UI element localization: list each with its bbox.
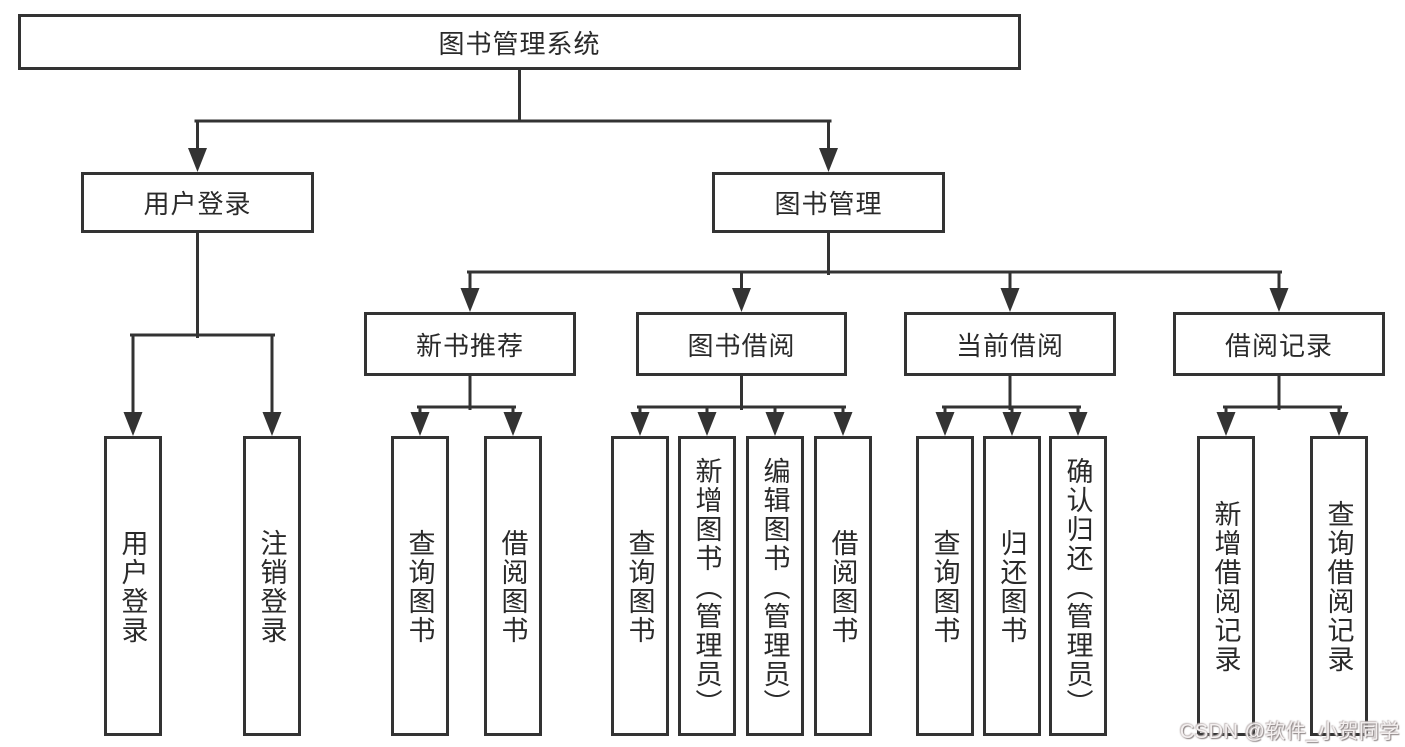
arrowhead-down-icon	[732, 288, 751, 312]
node-label: 当前借阅	[955, 330, 1064, 361]
arrowhead-down-icon	[1000, 288, 1020, 312]
arrowhead-down-icon	[503, 412, 523, 436]
node-label: 新书推荐	[415, 330, 524, 361]
node-book-management: 图书管理	[712, 172, 945, 233]
node-user-login: 用户登录	[81, 172, 314, 233]
node-label: 用户登录	[143, 189, 252, 219]
leaf-query-book-1: 查询图书	[391, 436, 449, 736]
arrowhead-down-icon	[765, 412, 785, 436]
arrowhead-down-icon	[697, 412, 717, 436]
leaf-logout: 注销登录	[243, 436, 301, 736]
leaf-add-borrow-record: 新增借阅记录	[1197, 436, 1255, 736]
node-book-borrow: 图书借阅	[636, 312, 847, 376]
leaf-query-book-3: 查询图书	[916, 436, 974, 736]
leaf-confirm-return-admin: 确认归还（管理员）	[1049, 436, 1107, 736]
leaf-borrow-book-2: 借阅图书	[814, 436, 872, 736]
leaf-label: 查询借阅记录	[1323, 500, 1354, 674]
arrowhead-down-icon	[1269, 288, 1289, 312]
leaf-label: 用户登录	[117, 529, 148, 645]
leaf-label: 确认归还（管理员）	[1062, 456, 1093, 718]
node-label: 图书管理	[774, 189, 883, 219]
arrowhead-down-icon	[1216, 412, 1236, 436]
leaf-label: 借阅图书	[827, 529, 858, 645]
leaf-return-book: 归还图书	[983, 436, 1041, 736]
leaf-label: 新增图书（管理员）	[691, 456, 722, 718]
arrowhead-down-icon	[1002, 412, 1022, 436]
arrowhead-down-icon	[123, 412, 143, 436]
node-new-book-recommend: 新书推荐	[364, 312, 576, 376]
leaf-label: 归还图书	[996, 529, 1027, 645]
leaf-query-book-2: 查询图书	[611, 436, 669, 736]
leaf-add-book-admin: 新增图书（管理员）	[678, 436, 736, 736]
arrowhead-down-icon	[460, 288, 480, 312]
node-label: 图书管理系统	[438, 28, 601, 59]
arrowhead-down-icon	[935, 412, 955, 436]
leaf-borrow-book-1: 借阅图书	[484, 436, 542, 736]
arrowhead-down-icon	[833, 412, 853, 436]
arrowhead-down-icon	[262, 412, 282, 436]
leaf-label: 借阅图书	[497, 529, 528, 645]
leaf-label: 查询图书	[624, 529, 655, 645]
leaf-label: 新增借阅记录	[1210, 500, 1241, 674]
arrowhead-down-icon	[1068, 412, 1088, 436]
arrowhead-down-icon	[410, 412, 430, 436]
node-current-borrow: 当前借阅	[904, 312, 1116, 376]
arrowhead-down-icon	[188, 148, 207, 172]
leaf-edit-book-admin: 编辑图书（管理员）	[746, 436, 804, 736]
leaf-label: 查询图书	[404, 529, 435, 645]
node-label: 图书借阅	[687, 330, 796, 361]
arrowhead-down-icon	[819, 148, 838, 172]
node-library-management-system: 图书管理系统	[18, 14, 1021, 70]
leaf-label: 编辑图书（管理员）	[759, 456, 790, 718]
arrowhead-down-icon	[1329, 412, 1349, 436]
leaf-label: 注销登录	[256, 529, 287, 645]
leaf-user-login: 用户登录	[104, 436, 162, 736]
node-label: 借阅记录	[1224, 330, 1333, 361]
leaf-label: 查询图书	[929, 529, 960, 645]
arrowhead-down-icon	[630, 412, 650, 436]
node-borrow-record: 借阅记录	[1173, 312, 1385, 376]
leaf-query-borrow-record: 查询借阅记录	[1310, 436, 1368, 736]
